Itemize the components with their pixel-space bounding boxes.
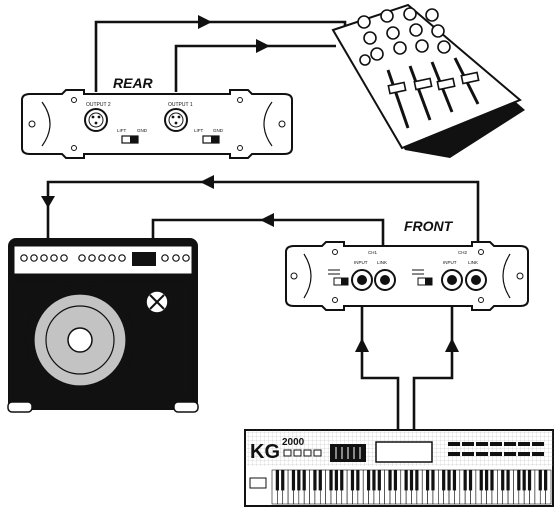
black-key	[479, 470, 483, 491]
arrow-icon	[260, 213, 274, 227]
black-key	[544, 470, 548, 491]
black-key	[393, 470, 398, 491]
gnd-label-1: GND	[137, 128, 148, 133]
cable-ch2-link-to-amp	[46, 180, 480, 262]
mixer	[331, 3, 525, 158]
ch1-input-label: INPUT	[354, 260, 368, 265]
xlr-connector-icon	[164, 108, 188, 132]
black-key	[356, 470, 360, 491]
black-key	[415, 470, 419, 491]
jack-connector-icon	[374, 269, 396, 291]
black-key	[442, 470, 446, 491]
speaker-cone-icon	[24, 284, 136, 396]
amplifier: Fender	[7, 238, 199, 413]
keyboard-preset-buttons	[448, 442, 544, 456]
arrow-icon	[41, 196, 55, 208]
output1-label: OUTPUT 1	[168, 102, 193, 108]
black-key	[409, 470, 414, 491]
jack-connector-icon	[351, 269, 373, 291]
arrow-icon	[355, 338, 369, 352]
arrows	[41, 15, 459, 352]
black-key	[452, 470, 457, 491]
ch2-input-label: INPUT	[443, 260, 457, 265]
ch1-link-label: LINK	[377, 260, 387, 265]
cable-keyboard-to-ch2	[412, 292, 454, 430]
lift-label-1: LIFT	[117, 128, 127, 133]
keyboard-keys	[271, 469, 552, 505]
keyboard-model: 2000	[282, 437, 305, 448]
keyboard-buttons	[283, 449, 322, 457]
jack-connector-icon	[465, 269, 487, 291]
cable-output1-to-mixer	[174, 44, 336, 92]
ch2-link-label: LINK	[468, 260, 478, 265]
rear-label: REAR	[113, 75, 154, 91]
black-key	[366, 470, 371, 491]
black-key	[313, 470, 317, 491]
black-key	[302, 470, 306, 491]
black-key	[527, 470, 532, 491]
black-key	[372, 470, 376, 491]
black-key	[522, 470, 526, 491]
arrow-icon	[445, 338, 459, 352]
black-key	[281, 470, 285, 491]
keyboard-display	[375, 441, 433, 463]
di-box-rear: REAR OUTPUT 2 OUTPUT 1 LIFT GND LIFT GND	[21, 75, 293, 159]
front-label: FRONT	[404, 218, 454, 234]
amp-knobs	[20, 254, 190, 262]
black-key	[377, 470, 381, 491]
pad-switch-ch1[interactable]	[328, 269, 349, 286]
arrow-icon	[256, 39, 270, 53]
jack-connector-icon	[441, 269, 463, 291]
arrow-icon	[198, 15, 212, 29]
mixer-knobs	[357, 7, 451, 66]
black-key	[318, 470, 322, 491]
pad-switch-ch2[interactable]	[412, 269, 433, 286]
black-key	[447, 470, 451, 491]
xlr-connector-icon	[84, 108, 108, 132]
keyboard-brand: KG	[250, 441, 280, 463]
black-key	[538, 470, 542, 491]
gnd-label-2: GND	[213, 128, 224, 133]
black-key	[490, 470, 494, 491]
black-key	[404, 470, 408, 491]
ch2-label: CH2	[458, 250, 467, 255]
black-key	[463, 470, 467, 491]
lift-label-2: LIFT	[194, 128, 204, 133]
amp-brand-logo: Fender	[14, 276, 29, 281]
black-key	[485, 470, 489, 491]
black-key	[506, 470, 510, 491]
black-key	[431, 470, 435, 491]
black-key	[275, 470, 279, 491]
output2-label: OUTPUT 2	[86, 102, 111, 108]
black-key	[350, 470, 355, 491]
keyboard: KG 2000	[244, 429, 554, 507]
cable-keyboard-to-ch1	[360, 292, 400, 430]
black-key	[388, 470, 392, 491]
black-key	[517, 470, 521, 491]
black-key	[501, 470, 505, 491]
di-box-front: FRONT CH1 CH2 INPUT LINK INPUT LINK	[285, 218, 529, 311]
black-key	[334, 470, 338, 491]
black-key	[340, 470, 344, 491]
black-key	[468, 470, 473, 491]
arrow-icon	[200, 175, 214, 189]
tweeter-icon	[145, 290, 169, 314]
black-key	[329, 470, 333, 491]
black-key	[425, 470, 430, 491]
ch1-label: CH1	[368, 250, 377, 255]
black-key	[291, 470, 296, 491]
black-key	[297, 470, 301, 491]
